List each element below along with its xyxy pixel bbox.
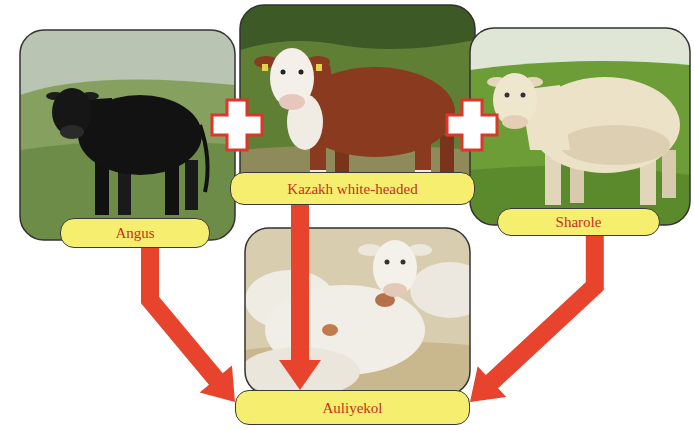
arrow-head <box>470 366 506 402</box>
breed-label: Sharole <box>497 208 660 236</box>
breed-name: Kazakh white-headed <box>287 180 417 198</box>
breed-name: Auliyekol <box>323 399 383 417</box>
arrow-shaft <box>150 248 218 382</box>
arrow-shaft <box>489 236 595 384</box>
plus-sign <box>212 100 262 150</box>
breed-label: Auliyekol <box>235 390 470 425</box>
photo-frame <box>20 30 235 240</box>
cross-arrow <box>279 205 321 390</box>
plus-sign <box>447 100 497 150</box>
cross-arrow <box>470 236 595 402</box>
photo-frame <box>470 28 690 225</box>
photo-frame <box>245 228 470 395</box>
arrow-head <box>279 360 321 390</box>
angus-photo <box>20 30 235 240</box>
breed-name: Sharole <box>556 213 602 231</box>
sharole-photo <box>470 28 690 225</box>
arrow-shaft <box>291 205 309 364</box>
breed-label: Angus <box>60 218 210 248</box>
breed-label: Kazakh white-headed <box>230 172 475 205</box>
cross-arrow <box>150 248 235 402</box>
photo-frame <box>240 5 475 200</box>
breed-name: Angus <box>115 224 154 242</box>
kazakh-photo <box>240 5 475 200</box>
arrow-head <box>200 366 235 402</box>
auliyekol-photo <box>245 228 470 395</box>
